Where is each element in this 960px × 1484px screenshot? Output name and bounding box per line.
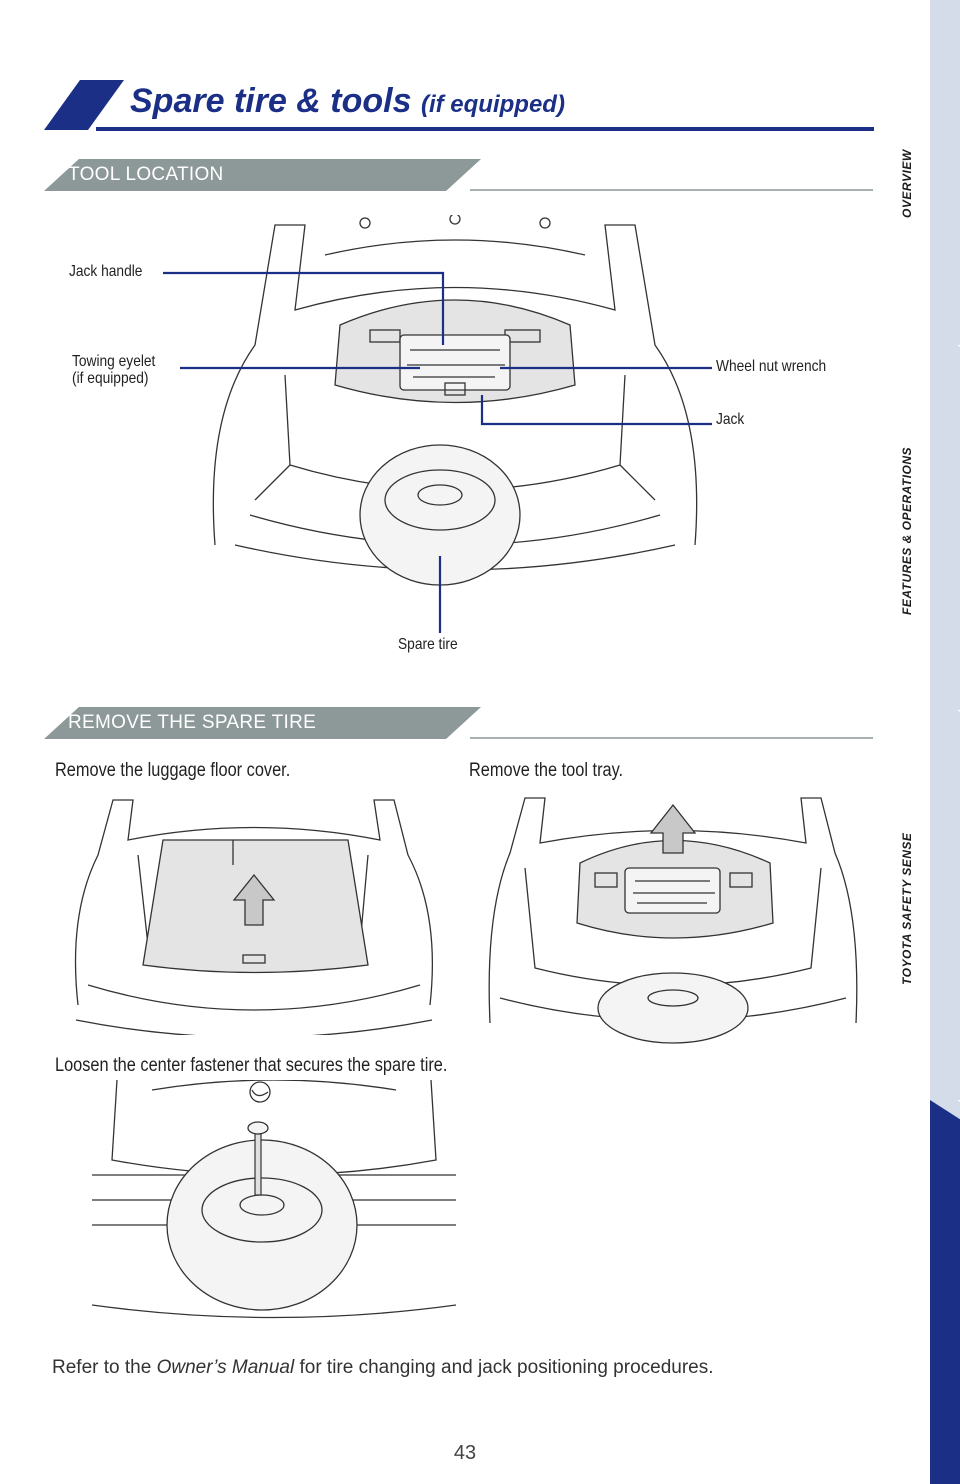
section-header-remove-spare: REMOVE THE SPARE TIRE xyxy=(44,707,481,739)
page-title: Spare tire & tools (if equipped) xyxy=(130,82,565,121)
callout-line-jack-handle xyxy=(163,271,445,345)
section-rule xyxy=(470,189,873,191)
arrow-up-icon xyxy=(649,803,697,854)
trunk-tool-illustration xyxy=(212,215,698,586)
nav-tab-features[interactable] xyxy=(930,345,960,712)
center-fastener-illustration xyxy=(92,1080,456,1319)
label-towing-eyelet: Towing eyelet(if equipped) xyxy=(72,353,156,387)
section-rule xyxy=(470,737,873,739)
callout-line-jack xyxy=(480,395,712,426)
step-3-text: Loosen the center fastener that secures … xyxy=(55,1055,448,1076)
fastener-bolt xyxy=(254,1129,262,1196)
nav-tab-overview[interactable] xyxy=(930,0,960,347)
nav-label-overview[interactable]: OVERVIEW xyxy=(900,149,914,218)
nav-label-tss[interactable]: TOYOTA SAFETY SENSE xyxy=(900,832,914,985)
fastener-knob xyxy=(247,1121,269,1135)
nav-tab-tss[interactable] xyxy=(930,710,960,1102)
nav-tab-safety-active[interactable] xyxy=(930,1100,960,1484)
nav-label-features[interactable]: FEATURES & OPERATIONS xyxy=(900,446,914,615)
title-rule xyxy=(96,127,874,131)
arrow-up-icon xyxy=(232,873,276,926)
nav-label-safety[interactable]: SAFETY & EMERGENCY FEATURES xyxy=(900,1159,914,1380)
title-main: Spare tire & tools xyxy=(130,82,412,120)
tool-tray-illustration xyxy=(488,797,858,1044)
step-1-text: Remove the luggage floor cover. xyxy=(55,760,291,781)
step-2-text: Remove the tool tray. xyxy=(469,760,624,781)
label-wheel-nut-wrench: Wheel nut wrench xyxy=(716,358,827,375)
section-header-tool-location: TOOL LOCATION xyxy=(44,159,481,191)
label-spare-tire: Spare tire xyxy=(398,636,458,653)
floor-cover-illustration xyxy=(74,799,434,1035)
label-jack: Jack xyxy=(716,411,745,428)
refer-note: Refer to the Owner’s Manual for tire cha… xyxy=(52,1357,714,1378)
page-number: 43 xyxy=(453,1442,477,1464)
callout-lines xyxy=(163,271,712,633)
title-subtitle: (if equipped) xyxy=(420,91,565,118)
label-jack-handle: Jack handle xyxy=(69,263,143,280)
